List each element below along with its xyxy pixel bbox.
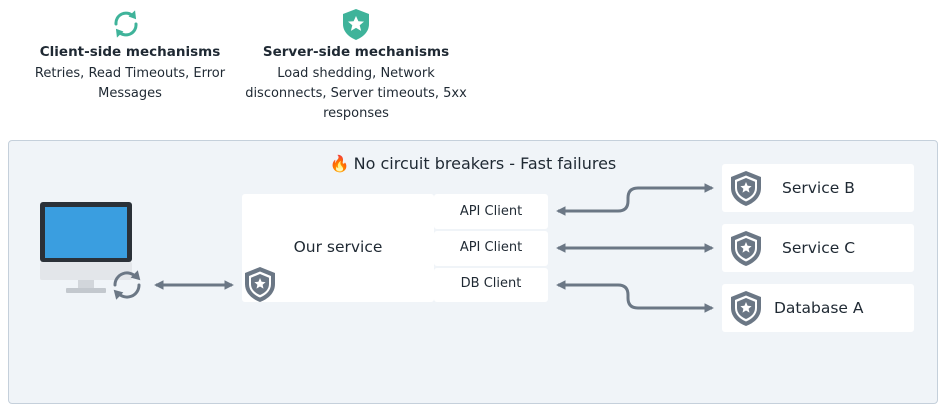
client-side-desc-line1: Retries, Read Timeouts, Error [34,66,226,81]
our-service-label: Our service [293,238,383,256]
server-side-desc-line2: disconnects, Server timeouts, 5xx [245,86,467,101]
refresh-icon [114,10,138,38]
service-c-shield-icon [731,231,761,266]
server-side-desc-line3: responses [323,106,389,121]
service-b-label: Service B [782,179,855,197]
api-client-box-1 [434,194,548,229]
shield-star-icon [343,9,369,40]
service-c-label: Service C [782,239,856,257]
service-b-shield-icon [731,171,761,206]
server-side-desc-line1: Load shedding, Network [277,66,435,81]
db-client-label: DB Client [460,276,522,291]
our-service-shield-icon [245,267,275,302]
api-client-label-1: API Client [459,204,523,219]
api-client-box-2 [434,231,548,266]
db-client-box [434,268,548,302]
api-client-label-2: API Client [459,240,523,255]
server-side-title: Server-side mechanisms [262,44,450,60]
arrow-api-to-service-b [556,183,714,216]
client-side-title: Client-side mechanisms [39,44,221,60]
panel-title-text: No circuit breakers - Fast failures [353,154,617,173]
arrow-db-to-database-a [556,280,714,313]
fire-icon: 🔥 [329,154,350,173]
monitor-icon [40,202,132,293]
panel-title: 🔥No circuit breakers - Fast failures [0,154,946,173]
database-a-label: Database A [774,299,864,317]
client-refresh-icon [113,270,141,300]
client-side-desc-line2: Messages [98,86,162,101]
database-a-shield-icon [731,291,761,326]
